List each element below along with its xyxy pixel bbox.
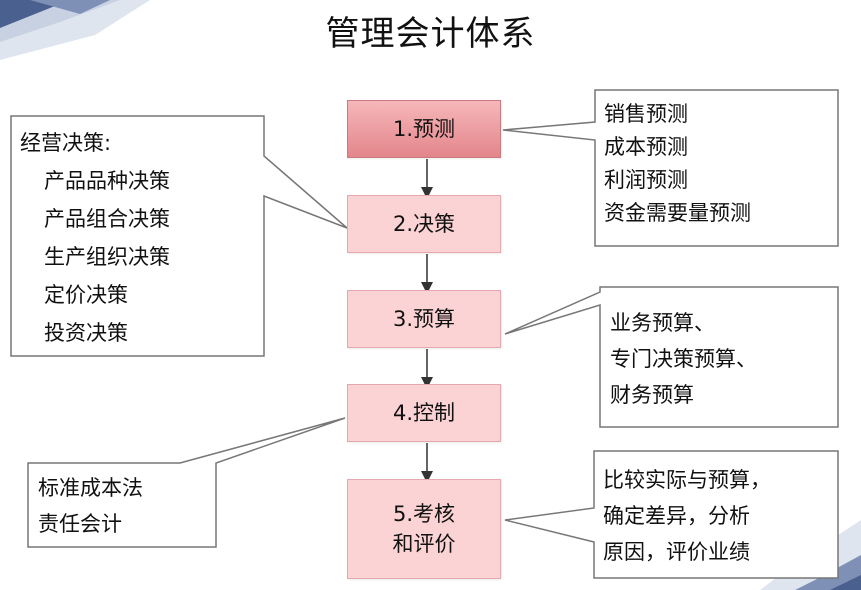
decision-item: 产品品种决策 <box>44 169 170 193</box>
step-budget: 3.预算 <box>347 290 501 348</box>
step-forecast-label: 1.预测 <box>392 117 456 141</box>
callout-control: 标准成本法 责任会计 <box>38 470 143 542</box>
step-forecast: 1.预测 <box>347 100 501 158</box>
callout-budget: 业务预算、 专门决策预算、 财务预算 <box>610 305 757 413</box>
decision-heading: 经营决策: <box>20 131 112 155</box>
control-item: 标准成本法 <box>38 476 143 500</box>
callout-evaluation: 比较实际与预算， 确定差异，分析 原因，评价业绩 <box>603 462 771 570</box>
step-decision: 2.决策 <box>347 195 501 253</box>
step-budget-label: 3.预算 <box>392 307 456 331</box>
step-control-label: 4.控制 <box>392 401 456 425</box>
callout-evaluation-outline <box>504 450 839 579</box>
callout-control-outline <box>27 417 346 548</box>
decision-item: 产品组合决策 <box>44 207 170 231</box>
callout-forecast-outline <box>502 89 839 247</box>
forecast-item: 利润预测 <box>604 168 688 192</box>
callout-forecast: 销售预测 成本预测 利润预测 资金需要量预测 <box>604 98 751 230</box>
control-item: 责任会计 <box>38 512 122 536</box>
step-control: 4.控制 <box>347 384 501 442</box>
callout-budget-outline <box>504 286 839 428</box>
step-decision-label: 2.决策 <box>392 212 456 236</box>
callout-decision-outline <box>10 115 348 357</box>
step-evaluation-label: 5.考核 和评价 <box>392 502 456 556</box>
evaluation-item: 原因，评价业绩 <box>603 540 750 564</box>
budget-item: 财务预算 <box>610 383 694 407</box>
evaluation-item: 确定差异，分析 <box>603 504 750 528</box>
decision-item: 投资决策 <box>44 321 128 345</box>
step-evaluation: 5.考核 和评价 <box>347 479 501 579</box>
budget-item: 业务预算、 <box>610 311 715 335</box>
evaluation-item: 比较实际与预算， <box>603 468 771 492</box>
decision-item: 定价决策 <box>44 283 128 307</box>
forecast-item: 资金需要量预测 <box>604 201 751 225</box>
budget-item: 专门决策预算、 <box>610 347 757 371</box>
forecast-item: 销售预测 <box>604 102 688 126</box>
callout-decision: 经营决策: 产品品种决策 产品组合决策 生产组织决策 定价决策 投资决策 <box>20 124 170 352</box>
decision-item: 生产组织决策 <box>44 245 170 269</box>
forecast-item: 成本预测 <box>604 135 688 159</box>
page-title: 管理会计体系 <box>325 14 536 54</box>
